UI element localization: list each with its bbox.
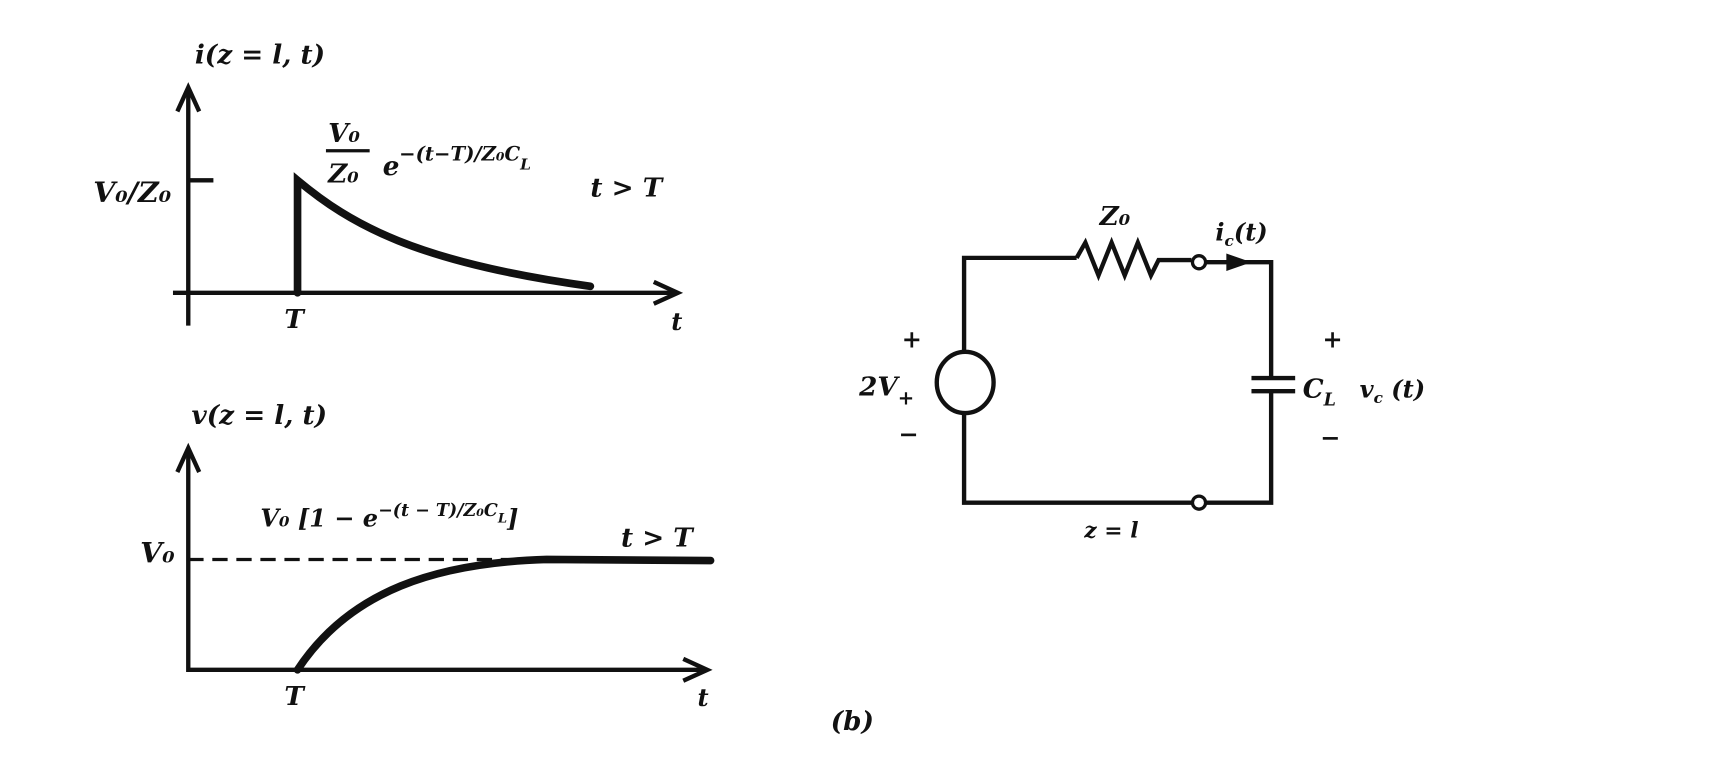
y-axis-arrow (175, 82, 202, 113)
x-axis-label: t (671, 307, 682, 336)
figure-caption: (b) (831, 706, 874, 737)
capacitor-voltage-label: vc (t) (1360, 375, 1425, 407)
source-plus: + (902, 324, 922, 353)
wire-top-left (961, 255, 1077, 352)
formula-exp: e (383, 151, 400, 182)
voltage-curve (293, 555, 715, 674)
voltage-condition: t > T (621, 522, 695, 553)
y-axis-arrow (175, 442, 202, 473)
terminal-bottom (1190, 494, 1208, 511)
resistor-label: Z₀ (1099, 201, 1131, 232)
x-tick-label: T (284, 681, 306, 712)
wire-bottom-left (961, 413, 1193, 505)
y-axis-label: v(z = l, t) (192, 400, 327, 431)
position-label: z = l (1083, 518, 1138, 544)
source-label: 2V+ (858, 372, 914, 410)
formula-exponent: −(t−T)/Z₀CL (399, 143, 531, 174)
cap-plus: + (1322, 324, 1342, 353)
cap-minus: − (1320, 423, 1340, 452)
voltage-formula: V₀ [1 − e−(t − T)/Z₀CL] (260, 501, 518, 533)
current-condition: t > T (590, 173, 664, 204)
current-label: ic(t) (1215, 217, 1267, 249)
voltage-plot: v(z = l, t) V₀ T t V₀ [1 − e−(t − T)/Z₀C… (140, 400, 715, 712)
formula-denominator: Z₀ (327, 158, 359, 189)
y-axis-label: i(z = l, t) (195, 39, 325, 70)
source-minus: − (899, 420, 919, 449)
circuit: Z₀ ic(t) + 2V+ − + CL vc (t) − z = l (858, 201, 1425, 544)
wire-bottom-right (1205, 391, 1274, 505)
capacitor-label: CL (1303, 374, 1336, 411)
resistor-icon (1074, 236, 1192, 282)
y-tick-label: V₀/Z₀ (93, 175, 172, 209)
x-axis-arrow (652, 279, 684, 306)
current-curve (293, 172, 595, 297)
wire-top-right (1205, 260, 1274, 377)
y-tick-label: V₀ (140, 536, 175, 570)
formula-numerator: V₀ (328, 118, 360, 149)
x-tick-label: T (284, 304, 306, 335)
terminal-top (1190, 254, 1208, 271)
x-axis-arrow (682, 656, 713, 683)
x-axis-label: t (697, 683, 708, 712)
current-plot: i(z = l, t) V₀/Z₀ T t V₀ Z₀ e −(t−T)/Z₀C… (93, 39, 684, 336)
current-arrow-icon (1226, 253, 1252, 271)
voltage-source-icon (934, 349, 996, 416)
